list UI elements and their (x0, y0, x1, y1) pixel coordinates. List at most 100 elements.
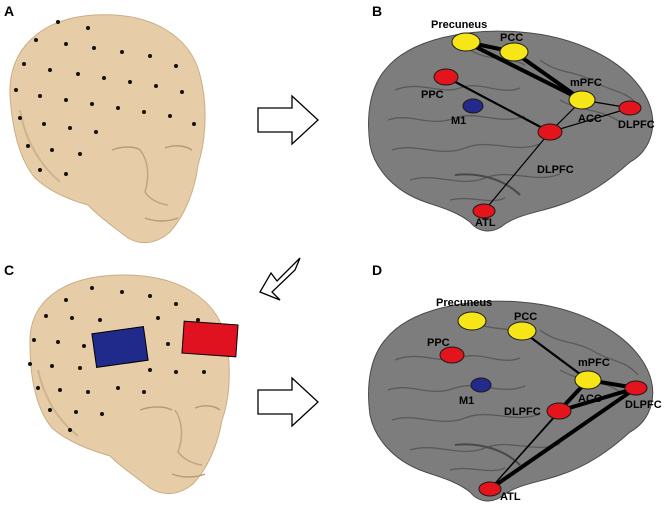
electrode-c-0 (90, 286, 94, 290)
edge-dlpfc-lat-dlpfc (557, 386, 638, 413)
right-arrow-icon (257, 94, 319, 146)
electrode-a-16 (38, 94, 42, 98)
label-ppc-d: PPC (427, 337, 450, 349)
right-brow-c (194, 405, 221, 411)
edge-dlpfc-atl (489, 410, 560, 490)
electrode-a-15 (14, 88, 18, 92)
node-dlpfc-lat-d (624, 380, 648, 396)
label-acc: ACC (578, 113, 602, 125)
head-model-a (9, 14, 206, 244)
edge-ppc-dlpfc (444, 75, 552, 134)
node-acc-d (574, 370, 602, 390)
electrode-c-15 (28, 362, 32, 366)
edge-precuneus-acc (464, 40, 584, 102)
stim-pad-blue (91, 325, 149, 369)
label-precuneus: Precuneus (431, 19, 487, 31)
electrode-a-7 (174, 64, 178, 68)
panel-c: C (4, 262, 239, 494)
right-brow (164, 145, 193, 151)
electrode-c-21 (36, 386, 40, 390)
electrode-a-24 (42, 122, 46, 126)
stim-pad-red (181, 320, 239, 358)
label-dlpfc: DLPFC (537, 164, 574, 176)
node-m1-d (470, 377, 492, 393)
electrode-a-2 (34, 38, 38, 42)
labels-b: Precuneus PCC mPFC ACC PPC M1 DLPFC DLPF… (421, 19, 655, 229)
electrode-c-17 (78, 366, 82, 370)
arrow-a-to-b (257, 94, 319, 146)
electrode-a-29 (78, 152, 82, 156)
node-ppc-d (439, 346, 465, 364)
electrode-c-22 (58, 388, 62, 392)
nodes-d (439, 311, 648, 497)
electrode-array-a (14, 20, 196, 176)
label-atl-d: ATL (500, 491, 521, 503)
electrode-a-14 (180, 90, 184, 94)
label-dlpfc-front: DLPFC (618, 119, 655, 131)
electrode-c-26 (48, 408, 52, 412)
electrode-c-3 (64, 298, 68, 302)
head-shape (9, 14, 206, 244)
nose-contour (139, 149, 169, 206)
electrode-a-27 (26, 144, 30, 148)
electrode-a-4 (92, 46, 96, 50)
electrode-a-25 (68, 126, 72, 130)
sylvian-fissure-b (454, 173, 521, 196)
node-m1 (462, 98, 484, 114)
node-atl-d (478, 481, 502, 497)
electrode-c-20 (202, 370, 206, 374)
electrode-c-24 (116, 386, 120, 390)
electrode-c-7 (98, 318, 102, 322)
electrode-c-9 (196, 318, 200, 322)
panel-letter-d: D (372, 262, 382, 278)
node-precuneus-d (457, 311, 487, 331)
panel-letter-a: A (4, 3, 14, 19)
node-pcc-d (507, 321, 537, 341)
node-dlpfc-d (546, 402, 572, 420)
electrode-a-10 (76, 72, 80, 76)
left-brow-c (139, 406, 173, 411)
label-mpfc: mPFC (570, 77, 602, 89)
electrode-c-8 (156, 316, 160, 320)
label-dlpfc-d: DLPFC (504, 406, 541, 418)
electrode-c-1 (120, 290, 124, 294)
node-dlpfc (537, 123, 563, 141)
electrode-a-11 (102, 76, 106, 80)
brain-sulci-b (387, 49, 639, 202)
electrode-c-28 (100, 412, 104, 416)
edge-dlpfc-lat-atl (488, 386, 638, 491)
label-mpfc-d: mPFC (578, 357, 610, 369)
electrode-c-4 (174, 302, 178, 306)
electrode-a-20 (142, 110, 146, 114)
nose-contour-c (174, 409, 203, 466)
label-ppc: PPC (421, 89, 444, 101)
electrode-c-5 (44, 314, 48, 318)
label-acc-d: ACC (578, 393, 602, 405)
electrode-c-2 (148, 294, 152, 298)
label-m1: M1 (451, 115, 466, 127)
node-atl (472, 203, 496, 219)
electrode-a-18 (90, 102, 94, 106)
electrode-c-18 (148, 368, 152, 372)
node-acc (568, 90, 596, 110)
head-model-c (29, 274, 230, 494)
label-precuneus-d: Precuneus (436, 297, 492, 309)
nodes-b (433, 32, 642, 219)
electrode-c-29 (68, 428, 72, 432)
label-m1-d: M1 (459, 395, 474, 407)
electrode-c-10 (32, 338, 36, 342)
ear-contour-c (37, 369, 79, 437)
panel-letter-b: B (372, 3, 382, 19)
label-pcc: PCC (500, 32, 523, 44)
edge-pcc-acc (520, 329, 590, 382)
electrode-a-23 (18, 116, 22, 120)
electrode-a-26 (94, 130, 98, 134)
electrode-a-12 (128, 80, 132, 84)
electrode-a-8 (22, 62, 26, 66)
labels-d: Precuneus PCC mPFC ACC PPC M1 DLPFC DLPF… (427, 297, 662, 503)
left-brow (111, 146, 141, 151)
electrode-a-30 (38, 168, 42, 172)
electrode-a-19 (116, 106, 120, 110)
electrode-a-3 (64, 42, 68, 46)
